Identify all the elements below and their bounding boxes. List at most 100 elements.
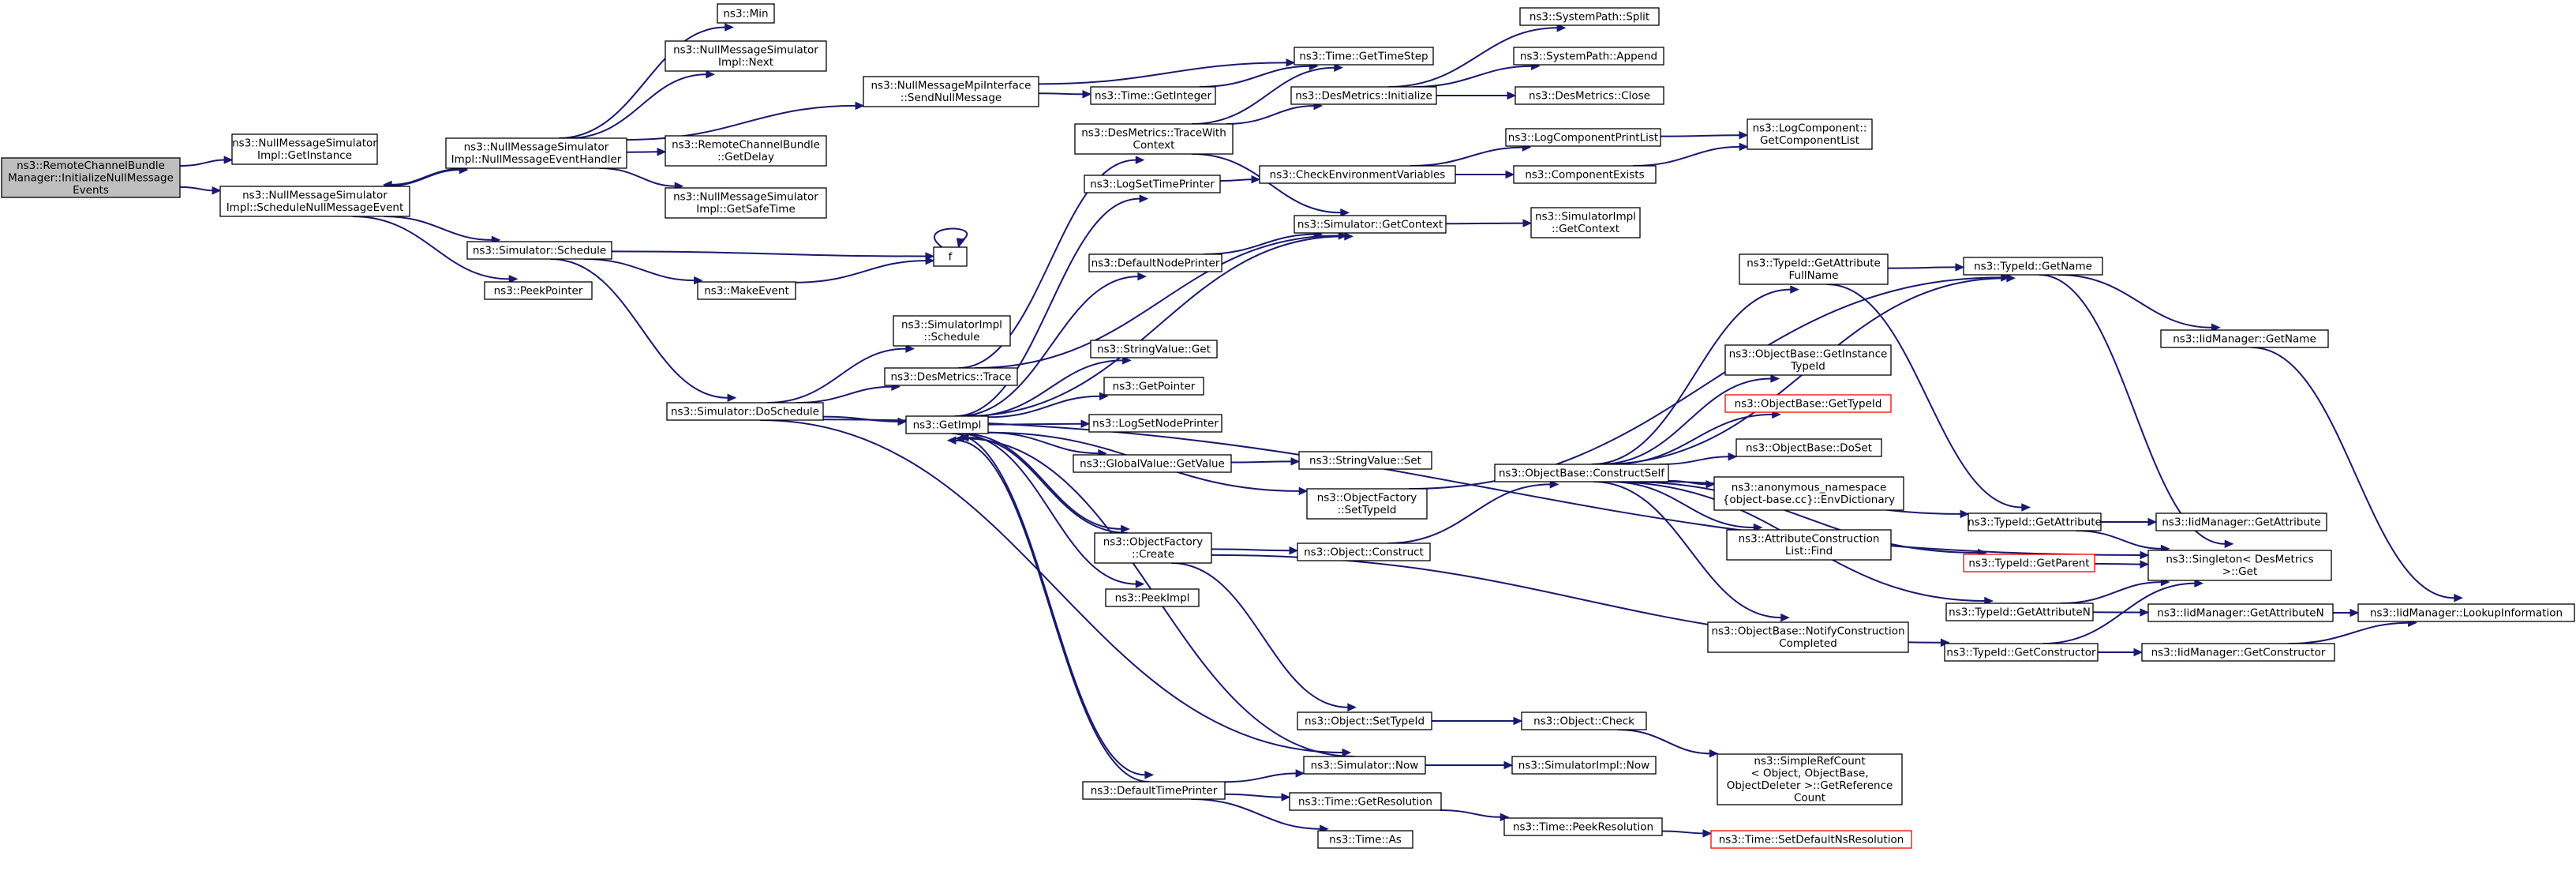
node-box (466, 241, 612, 260)
graph-node-time-getint[interactable]: ns3::Time::GetInteger (1090, 86, 1216, 105)
graph-node-simplerefcount[interactable]: ns3::SimpleRefCount< Object, ObjectBase,… (1717, 753, 1903, 805)
edge-arrowhead (1702, 829, 1713, 838)
graph-node-sched-null[interactable]: ns3::NullMessageSimulatorImpl::ScheduleN… (219, 186, 410, 217)
node-box (1084, 175, 1221, 193)
graph-node-min[interactable]: ns3::Min (717, 3, 775, 24)
edge-line (1413, 65, 1532, 88)
call-edge (568, 69, 716, 139)
graph-node-typeid-getconstructor[interactable]: ns3::TypeId::GetConstructor (1944, 643, 2099, 662)
edge-arrowhead (1347, 703, 1357, 711)
graph-node-anon-envdict[interactable]: ns3::anonymous_namespace{object-base.cc}… (1713, 476, 1904, 511)
call-edge (2101, 517, 2158, 527)
graph-node-object-check[interactable]: ns3::Object::Check (1521, 711, 1647, 730)
graph-node-iid-lookup[interactable]: ns3::IidManager::LookupInformation (2357, 603, 2575, 622)
graph-node-getinst[interactable]: ns3::NullMessageSimulatorImpl::GetInstan… (231, 133, 378, 165)
call-edge (1617, 729, 1719, 758)
graph-node-defaulttimeprinter[interactable]: ns3::DefaultTimePrinter (1082, 781, 1226, 800)
graph-node-des-init[interactable]: ns3::DesMetrics::Initialize (1290, 86, 1437, 105)
graph-node-objbase-constructself[interactable]: ns3::ObjectBase::ConstructSelf (1494, 464, 1669, 482)
graph-node-logcompprintlist[interactable]: ns3::LogComponentPrintList (1505, 128, 1661, 147)
graph-node-compexists[interactable]: ns3::ComponentExists (1513, 165, 1657, 184)
call-edge (2332, 608, 2360, 618)
graph-node-objfactory-settypeid[interactable]: ns3::ObjectFactory::SetTypeId (1306, 488, 1428, 520)
call-edge (958, 156, 1145, 369)
node-box (1717, 753, 1903, 805)
graph-node-destrace[interactable]: ns3::DesMetrics::Trace (884, 367, 1018, 386)
graph-node-sendnull[interactable]: ns3::NullMessageMpiInterface::SendNullMe… (863, 76, 1039, 107)
edge-arrowhead (1549, 480, 1559, 489)
graph-node-globalvalue-getvalue[interactable]: ns3::GlobalValue::GetValue (1073, 454, 1232, 473)
graph-node-time-setdefaultns[interactable]: ns3::Time::SetDefaultNsResolution (1710, 830, 1912, 849)
graph-node-typeid-getattrn[interactable]: ns3::TypeId::GetAttributeN (1945, 603, 2094, 621)
graph-node-objbase-doset[interactable]: ns3::ObjectBase::DoSet (1735, 438, 1882, 457)
graph-node-sim-now[interactable]: ns3::Simulator::Now (1303, 756, 1426, 775)
graph-node-logsettimeprinter[interactable]: ns3::LogSetTimePrinter (1084, 175, 1221, 193)
graph-node-simimpl-now[interactable]: ns3::SimulatorImpl::Now (1511, 756, 1657, 775)
graph-node-getpointer[interactable]: ns3::GetPointer (1103, 377, 1204, 396)
graph-node-makeevent[interactable]: ns3::MakeEvent (697, 281, 796, 300)
node-label: ns3::DefaultTimePrinter (1091, 784, 1218, 797)
graph-node-iid-getattr[interactable]: ns3::IidManager::GetAttribute (2155, 512, 2327, 531)
node-label: ns3::TypeId::GetName (1974, 260, 2092, 272)
graph-node-objfactory-create[interactable]: ns3::ObjectFactory::Create (1094, 532, 1212, 564)
graph-node-root[interactable]: ns3::RemoteChannelBundleManager::Initial… (1, 157, 181, 198)
graph-node-logsetnodeprinter[interactable]: ns3::LogSetNodePrinter (1088, 414, 1222, 433)
graph-node-handler[interactable]: ns3::NullMessageSimulatorImpl::NullMessa… (445, 137, 627, 169)
graph-node-singleton-get[interactable]: ns3::Singleton< DesMetrics >::Get (2147, 550, 2332, 581)
graph-node-getimpl[interactable]: ns3::GetImpl (905, 415, 989, 434)
graph-node-getsafetime[interactable]: ns3::NullMessageSimulatorImpl::GetSafeTi… (665, 187, 827, 219)
graph-node-peekimpl[interactable]: ns3::PeekImpl (1105, 588, 1200, 607)
graph-node-getdelay[interactable]: ns3::RemoteChannelBundle::GetDelay (665, 135, 827, 167)
edge-arrowhead (1503, 760, 1514, 770)
call-edge (2060, 577, 2170, 604)
graph-node-iid-getconstructor[interactable]: ns3::IidManager::GetConstructor (2141, 643, 2335, 662)
call-edge (1599, 374, 1780, 465)
graph-node-iid-getattrn[interactable]: ns3::IidManager::GetAttributeN (2147, 603, 2334, 622)
graph-node-simimpl-getctx[interactable]: ns3::SimulatorImpl::GetContext (1530, 207, 1641, 238)
edge-line (767, 347, 906, 404)
graph-node-time-getres[interactable]: ns3::Time::GetResolution (1289, 792, 1442, 811)
node-label: ns3::TypeId::GetAttribute (1747, 257, 1881, 270)
graph-node-stringvalue-set[interactable]: ns3::StringValue::Set (1298, 451, 1432, 470)
node-box (1105, 588, 1200, 607)
graph-node-typeid-getattr[interactable]: ns3::TypeId::GetAttribute (1968, 512, 2102, 531)
graph-node-time-gettimestep[interactable]: ns3::Time::GetTimeStep (1294, 47, 1434, 66)
graph-node-simimpl-sched[interactable]: ns3::SimulatorImpl::Schedule (893, 315, 1011, 347)
graph-node-time-peekres[interactable]: ns3::Time::PeekResolution (1503, 817, 1663, 836)
graph-node-objbase-notify[interactable]: ns3::ObjectBase::NotifyConstructionCompl… (1707, 621, 1909, 653)
graph-node-stringvalue-get[interactable]: ns3::StringValue::Get (1090, 340, 1218, 359)
graph-node-sim-getctx[interactable]: ns3::Simulator::GetContext (1294, 215, 1447, 234)
graph-node-object-construct[interactable]: ns3::Object::Construct (1297, 542, 1431, 561)
graph-node-object-settypeid[interactable]: ns3::Object::SetTypeId (1297, 711, 1432, 730)
graph-node-sim-sched[interactable]: ns3::Simulator::Schedule (466, 241, 612, 260)
graph-node-typeid-getparent[interactable]: ns3::TypeId::GetParent (1963, 554, 2095, 573)
edge-arrowhead (1290, 457, 1301, 466)
graph-node-logcomp-getlist[interactable]: ns3::LogComponent::GetComponentList (1747, 118, 1873, 150)
graph-node-checkenv[interactable]: ns3::CheckEnvironmentVariables (1259, 165, 1456, 184)
graph-node-defaultnodeprinter[interactable]: ns3::DefaultNodePrinter (1088, 253, 1222, 272)
graph-node-peekptr[interactable]: ns3::PeekPointer (484, 281, 593, 300)
call-edge (1230, 457, 1301, 466)
graph-node-iid-getname[interactable]: ns3::IidManager::GetName (2160, 329, 2329, 348)
graph-node-des-close[interactable]: ns3::DesMetrics::Close (1515, 86, 1664, 105)
graph-node-f[interactable]: f (933, 246, 968, 267)
edge-line (958, 276, 1138, 417)
graph-node-typeid-getname[interactable]: ns3::TypeId::GetName (1963, 257, 2103, 276)
node-label: ::Create (1132, 548, 1174, 561)
edge-line (584, 258, 695, 282)
graph-node-syspath-append[interactable]: ns3::SystemPath::Append (1513, 47, 1664, 66)
graph-node-dosched[interactable]: ns3::Simulator::DoSchedule (666, 402, 824, 421)
graph-node-syspath-split[interactable]: ns3::SystemPath::Split (1519, 7, 1660, 26)
edge-line (568, 73, 706, 139)
node-box (1515, 86, 1664, 105)
node-label: ns3::IidManager::GetConstructor (2151, 646, 2326, 659)
graph-node-time-as[interactable]: ns3::Time::As (1317, 830, 1413, 849)
edge-line (1387, 483, 1551, 544)
graph-node-objbase-gettypeid[interactable]: ns3::ObjectBase::GetTypeId (1724, 394, 1892, 413)
node-box (1747, 118, 1873, 150)
